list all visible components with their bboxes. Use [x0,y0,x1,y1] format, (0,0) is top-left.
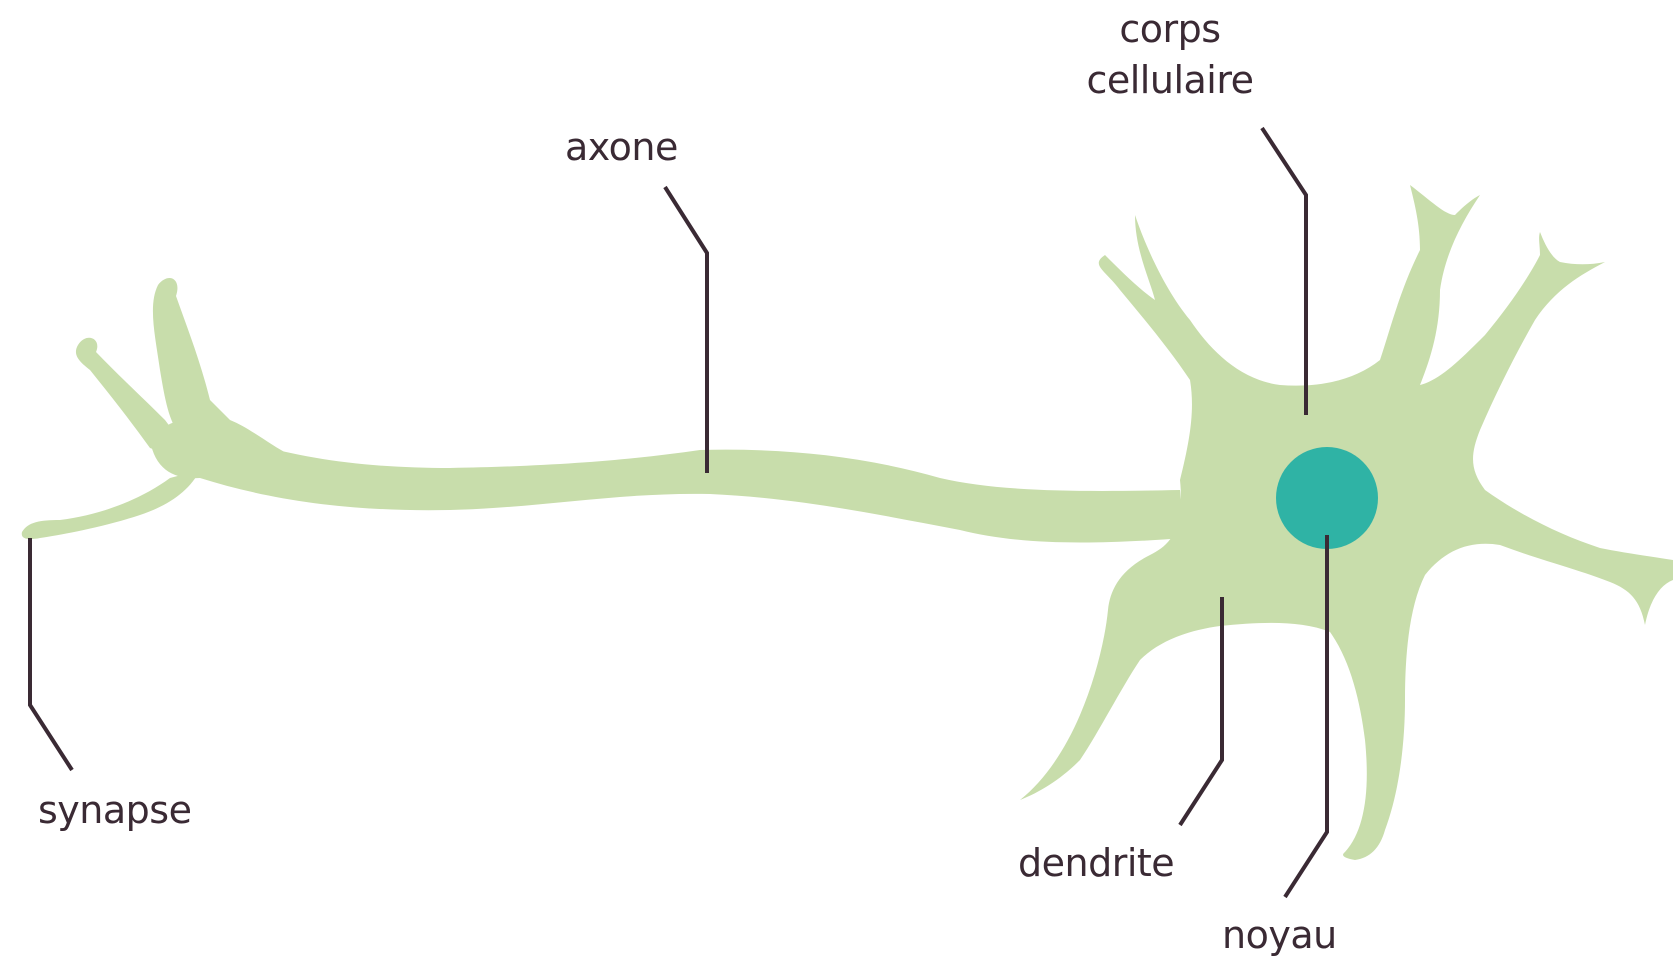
axon-terminal-branch-upper [153,278,230,438]
axon-terminal-synapse [22,470,200,539]
neuron [22,185,1673,860]
label-cell-body: corps cellulaire [1060,4,1280,107]
label-cell-body-line2: cellulaire [1060,55,1280,106]
axon [200,430,1185,543]
leader-line-axon [665,187,707,473]
leader-line-cell-body [1262,128,1306,415]
label-nucleus: noyau [1222,910,1337,961]
label-synapse: synapse [38,785,191,836]
label-axon: axone [565,122,678,173]
label-dendrite: dendrite [1018,838,1174,889]
label-cell-body-line1: corps [1060,4,1280,55]
leader-line-synapse [30,538,72,770]
nucleus [1276,447,1378,549]
